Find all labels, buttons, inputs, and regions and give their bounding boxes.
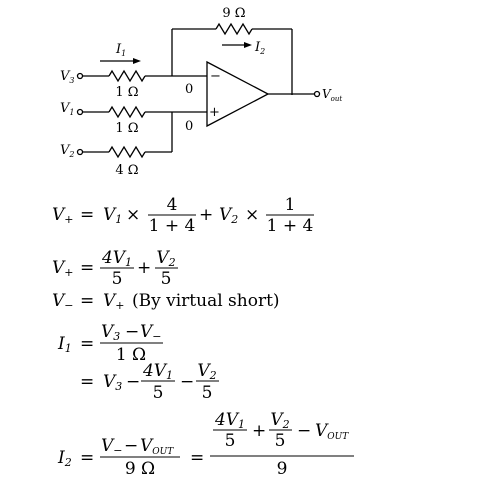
svg-text:4V1: 4V1: [214, 410, 245, 431]
svg-text:V3: V3: [101, 322, 120, 343]
circuit: [76, 22, 321, 159]
svg-text:9 Ω: 9 Ω: [125, 459, 155, 478]
svg-text:=: =: [80, 334, 94, 354]
vout-terminal: [313, 90, 321, 98]
svg-text:V+: V+: [103, 291, 125, 312]
svg-text:×: ×: [126, 205, 140, 225]
inverting-input-sign: −: [210, 69, 221, 84]
svg-text:5: 5: [112, 269, 123, 289]
svg-text:=: =: [190, 448, 204, 468]
v1-label: V1: [60, 101, 74, 117]
svg-text:V−: V−: [140, 322, 162, 343]
v2-resistor: [108, 145, 146, 159]
v3-resistor: [108, 69, 146, 83]
svg-text:4: 4: [167, 195, 178, 215]
svg-text:V−: V−: [101, 436, 123, 457]
svg-text:V3: V3: [103, 372, 122, 393]
feedback-resistor-label: 9 Ω: [222, 6, 245, 21]
svg-text:V+: V+: [52, 258, 74, 279]
svg-text:5: 5: [161, 269, 172, 289]
op-amp-triangle: [206, 60, 270, 128]
equation-5: = V3 − 4V1 5 − V2 5: [80, 361, 219, 403]
svg-text:1 + 4: 1 + 4: [267, 216, 314, 236]
equation-6: I2 = V− − VOUT 9 Ω = 4V1 5 + V2 5 − VOUT…: [57, 410, 354, 478]
svg-text:V−: V−: [52, 291, 74, 312]
svg-text:+: +: [199, 205, 213, 225]
svg-text:=: =: [80, 291, 94, 311]
equation-4: I1 = V3 − V− 1 Ω: [57, 322, 163, 365]
node-plus-voltage: 0: [185, 119, 193, 134]
vout-label: Vout: [322, 87, 342, 103]
svg-text:9: 9: [277, 459, 288, 478]
svg-text:5: 5: [202, 383, 213, 403]
svg-text:−: −: [297, 421, 311, 441]
svg-text:5: 5: [225, 431, 236, 451]
svg-text:I2: I2: [57, 448, 72, 469]
i1-arrow-head: [133, 58, 141, 64]
svg-text:=: =: [80, 448, 94, 468]
svg-text:VOUT: VOUT: [315, 421, 349, 442]
svg-text:−: −: [124, 436, 138, 456]
v3-label: V3: [60, 69, 74, 85]
svg-text:VOUT: VOUT: [140, 436, 174, 457]
svg-text:×: ×: [245, 205, 259, 225]
svg-text:−: −: [125, 322, 139, 342]
svg-text:(By virtual short): (By virtual short): [132, 291, 280, 311]
equation-3: V− = V+ (By virtual short): [52, 291, 280, 312]
svg-text:1 + 4: 1 + 4: [149, 216, 196, 236]
i2-arrow-head: [244, 42, 252, 48]
i1-label: I1: [115, 42, 126, 58]
v1-resistor: [108, 105, 146, 119]
v1-resistor-label: 1 Ω: [115, 121, 138, 136]
node-minus-voltage: 0: [185, 82, 193, 97]
equation-2: V+ = 4V1 5 + V2 5: [52, 248, 178, 289]
svg-text:V1: V1: [103, 205, 122, 226]
v3-resistor-label: 1 Ω: [115, 85, 138, 100]
v2-terminal: [76, 148, 84, 156]
svg-text:V+: V+: [52, 205, 74, 226]
svg-text:1: 1: [285, 195, 296, 215]
svg-text:=: =: [80, 258, 94, 278]
v2-label: V2: [60, 143, 74, 159]
noninverting-input-sign: +: [209, 105, 220, 120]
svg-text:−: −: [126, 372, 140, 392]
svg-text:=: =: [80, 372, 94, 392]
svg-text:+: +: [137, 258, 151, 278]
v2-resistor-label: 4 Ω: [115, 163, 138, 178]
svg-text:−: −: [180, 372, 194, 392]
svg-text:V2: V2: [270, 410, 289, 431]
circuit-labels: 9 Ω I2 I1 V3 1 Ω V1 1 Ω V2 4 Ω 0 0 − + V…: [60, 6, 342, 178]
equation-1: V+ = V1 × 4 1 + 4 + V2 × 1 1 + 4: [52, 195, 314, 236]
feedback-resistor: [215, 22, 253, 36]
v3-terminal: [76, 72, 84, 80]
svg-text:V2: V2: [156, 248, 175, 269]
svg-text:4V1: 4V1: [101, 248, 132, 269]
svg-text:I1: I1: [57, 334, 72, 355]
svg-text:V2: V2: [197, 361, 216, 382]
svg-text:=: =: [80, 205, 94, 225]
svg-text:+: +: [252, 421, 266, 441]
i2-label: I2: [254, 40, 265, 56]
svg-text:V2: V2: [219, 205, 238, 226]
equations: V+ = V1 × 4 1 + 4 + V2 × 1 1 + 4 V+ = 4V…: [52, 195, 354, 478]
svg-text:5: 5: [153, 383, 164, 403]
svg-text:5: 5: [275, 431, 286, 451]
svg-text:1 Ω: 1 Ω: [116, 345, 146, 365]
svg-text:4V1: 4V1: [142, 361, 173, 382]
v1-terminal: [76, 108, 84, 116]
